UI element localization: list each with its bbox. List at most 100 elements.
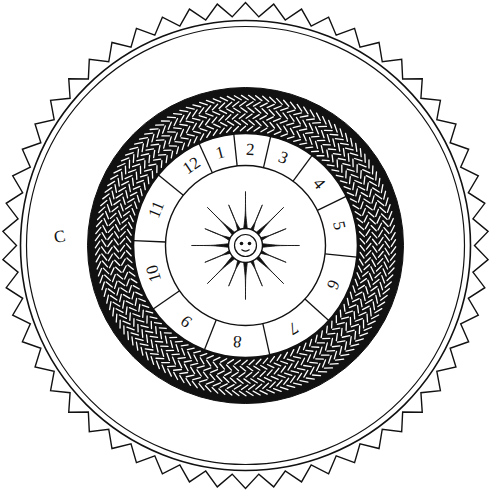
sun-figure xyxy=(192,192,300,300)
rope-strand xyxy=(242,120,248,124)
rope-strand xyxy=(194,131,201,133)
rope-strand xyxy=(106,282,112,287)
rope-strand xyxy=(212,117,217,123)
rope-strand xyxy=(172,354,179,356)
rope-strand xyxy=(381,295,387,300)
rope-strand xyxy=(199,384,204,390)
rope-strand xyxy=(133,155,135,163)
rope-strand xyxy=(267,117,274,120)
rope-strand xyxy=(368,160,369,168)
rope-strand xyxy=(373,188,380,192)
rope-strand xyxy=(364,265,369,270)
rope-strand xyxy=(193,118,200,120)
rope-strand xyxy=(234,127,239,132)
rope-strand xyxy=(359,326,361,334)
rope-strand xyxy=(356,189,358,196)
rope-strand xyxy=(356,339,364,341)
rope-strand xyxy=(347,330,354,332)
rope-strand xyxy=(391,226,395,233)
rope-strand xyxy=(353,183,354,190)
rope-strand xyxy=(346,311,353,313)
rope-strand xyxy=(173,357,176,364)
rope-strand xyxy=(207,360,211,366)
rope-strand xyxy=(249,120,254,125)
rope-strand xyxy=(324,130,332,131)
rope-strand xyxy=(350,317,351,324)
rope-strand xyxy=(390,219,393,226)
rope-strand xyxy=(246,114,252,118)
rope-strand xyxy=(270,357,274,363)
rope-strand xyxy=(274,368,279,374)
rope-strand xyxy=(228,121,234,125)
rope-strand xyxy=(372,232,377,237)
rope-strand xyxy=(378,223,381,230)
cell-divider xyxy=(293,155,312,181)
rope-strand xyxy=(385,241,389,247)
rope-strand xyxy=(135,202,137,209)
rope-strand xyxy=(159,327,166,329)
rope-strand xyxy=(161,161,163,168)
rope-strand xyxy=(121,252,125,258)
rope-strand xyxy=(354,312,356,319)
rope-strand xyxy=(310,339,312,346)
rope-strand xyxy=(274,389,282,392)
rope-strand xyxy=(313,374,321,376)
rope-strand xyxy=(378,252,383,258)
rope-strand xyxy=(223,377,228,382)
rope-strand xyxy=(384,228,389,234)
rope-strand xyxy=(346,349,354,351)
rope-strand xyxy=(142,144,143,152)
rope-strand xyxy=(191,363,198,365)
rope-strand xyxy=(310,362,318,364)
rope-strand xyxy=(239,373,245,377)
rope-strand xyxy=(363,170,370,173)
outer-ring xyxy=(21,21,471,471)
rope-strand xyxy=(310,367,314,374)
rope-strand xyxy=(261,366,267,370)
rope-strand xyxy=(232,114,237,119)
rope-strand xyxy=(331,155,333,162)
rope-strand xyxy=(141,347,143,355)
rope-strand xyxy=(115,281,117,288)
rope-strand xyxy=(247,127,252,131)
rope-strand xyxy=(253,372,258,377)
rope-strand xyxy=(105,188,112,193)
rope-strand xyxy=(241,108,247,112)
rope-strand xyxy=(300,116,308,117)
rope-strand xyxy=(355,180,362,183)
rope-strand xyxy=(114,239,118,245)
rope-strand xyxy=(327,164,334,166)
rope-strand xyxy=(102,254,107,260)
rope-strand xyxy=(350,337,351,345)
rope-strand xyxy=(256,359,261,364)
rope-strand xyxy=(350,153,358,155)
rope-strand xyxy=(366,244,370,250)
rope-strand xyxy=(112,207,118,212)
rope-strand xyxy=(129,160,130,168)
rope-strand xyxy=(234,108,240,112)
rope-strand xyxy=(184,361,191,362)
rope-strand xyxy=(199,116,206,118)
rope-strand xyxy=(121,158,128,161)
rope-strand xyxy=(372,253,376,259)
rope-strand xyxy=(110,198,112,205)
rope-strand xyxy=(370,308,372,316)
rope-strand xyxy=(96,255,100,262)
rope-strand xyxy=(241,385,247,389)
rope-strand xyxy=(343,149,344,156)
rope-strand xyxy=(206,106,211,112)
rope-strand xyxy=(287,385,295,387)
rope-strand xyxy=(290,115,294,121)
rope-strand xyxy=(366,287,368,294)
rope-strand xyxy=(391,233,395,240)
rope-strand xyxy=(361,202,363,209)
rope-strand xyxy=(360,239,365,244)
rope-strand xyxy=(129,308,136,311)
rope-strand xyxy=(114,200,120,204)
rope-strand xyxy=(206,119,210,125)
rope-strand xyxy=(290,102,295,108)
rope-strand xyxy=(157,130,159,137)
rope-strand xyxy=(358,266,361,272)
cell-divider xyxy=(263,324,270,355)
rope-strand xyxy=(256,121,261,126)
